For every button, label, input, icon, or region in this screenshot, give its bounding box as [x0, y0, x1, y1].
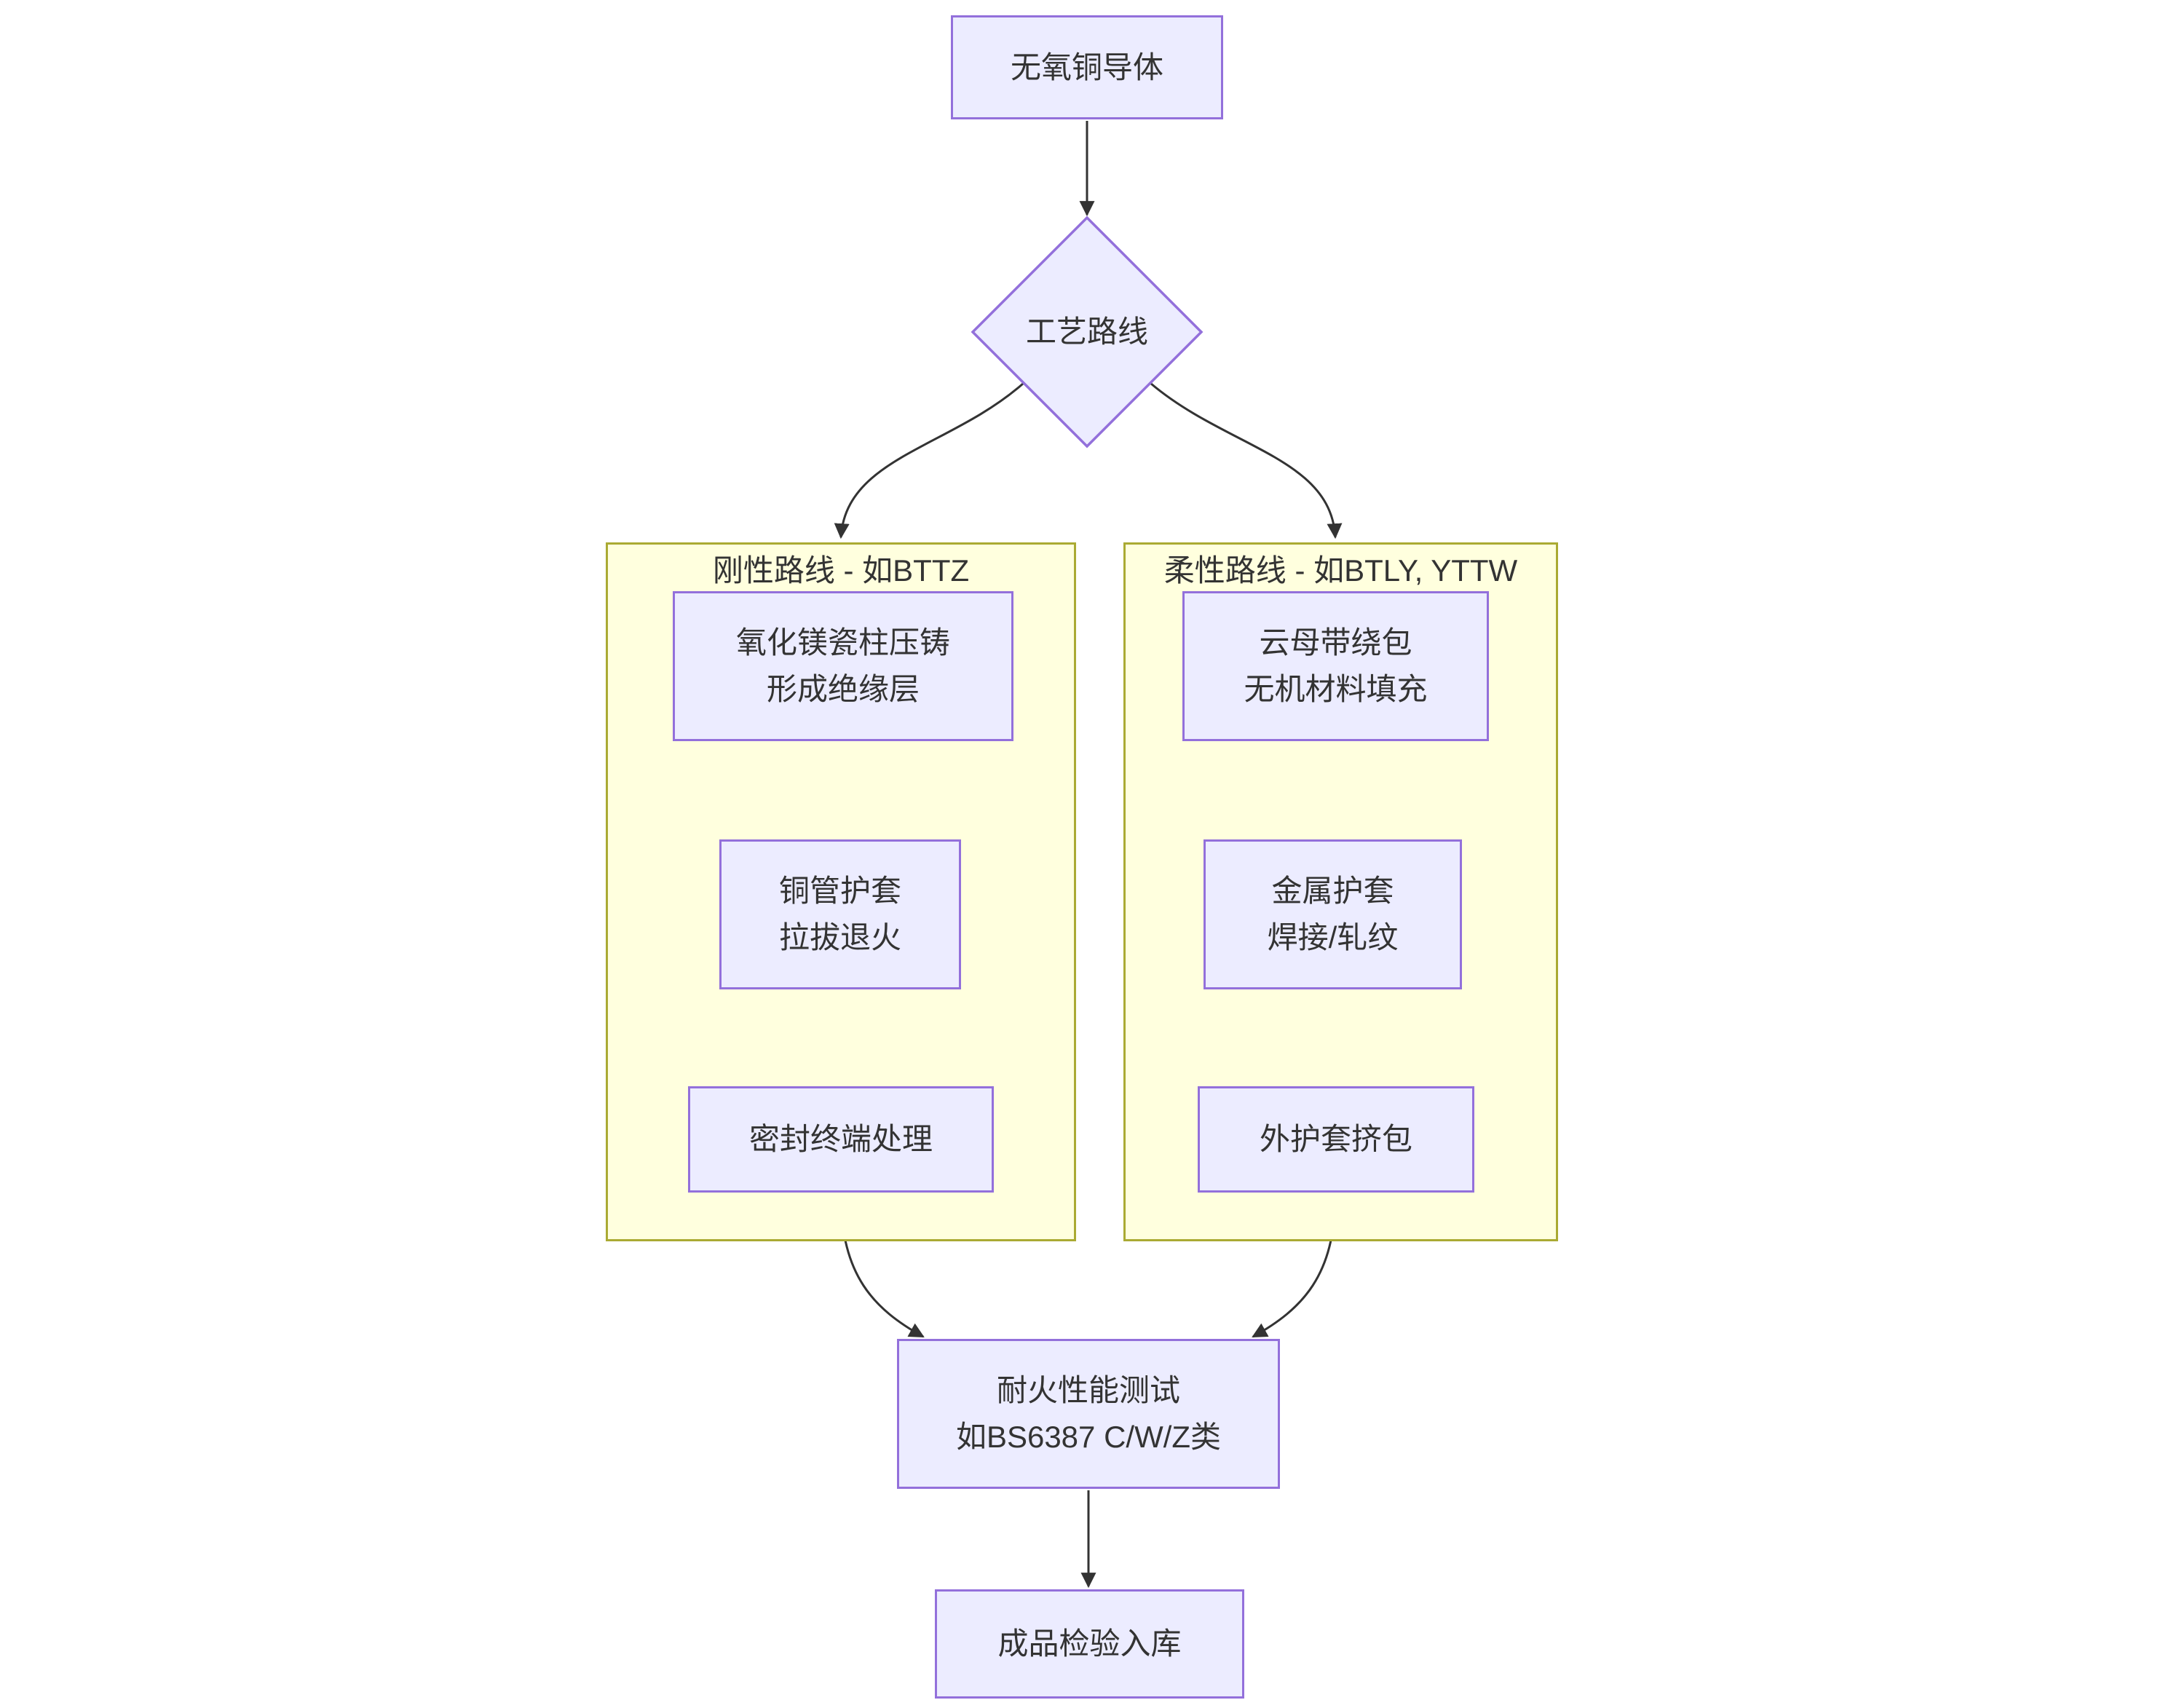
- node-mica-tape-wrap-line2: 无机材料填充: [1244, 672, 1428, 706]
- node-metal-sheath-weld-line1: 金属护套: [1271, 874, 1394, 908]
- node-fire-test: 耐火性能测试 如BS6387 C/W/Z类: [897, 1339, 1280, 1489]
- node-decision-label: 工艺路线: [1025, 315, 1148, 349]
- cluster-rigid-route-title: 刚性路线 - 如BTTZ: [712, 553, 970, 588]
- node-mgo-casting: 氧化镁瓷柱压铸 形成绝缘层: [673, 591, 1013, 741]
- node-conductor: 无氧铜导体: [951, 15, 1223, 119]
- node-sealed-termination-label: 密封终端处理: [748, 1122, 933, 1156]
- node-fire-test-line2: 如BS6387 C/W/Z类: [955, 1420, 1222, 1454]
- node-conductor-label: 无氧铜导体: [1010, 50, 1163, 84]
- node-mica-tape-wrap: 云母带绕包 无机材料填充: [1182, 591, 1489, 741]
- node-mgo-casting-line2: 形成绝缘层: [766, 672, 920, 706]
- node-final-inspection: 成品检验入库: [935, 1589, 1244, 1699]
- edge-decision-to-rigid-cluster: [834, 382, 1024, 539]
- cluster-flexible-route-title: 柔性路线 - 如BTLY, YTTW: [1163, 553, 1518, 588]
- node-mica-tape-wrap-line1: 云母带绕包: [1259, 625, 1412, 660]
- node-final-inspection-label: 成品检验入库: [997, 1626, 1182, 1661]
- decision-diamond-shape: [971, 216, 1204, 448]
- edge-decision-to-flexible-cluster: [1150, 382, 1343, 539]
- node-mgo-casting-line1: 氧化镁瓷柱压铸: [735, 625, 950, 660]
- node-outer-sheath-extrusion-label: 外护套挤包: [1259, 1122, 1412, 1156]
- node-copper-tube-sheath-line1: 铜管护套: [778, 874, 901, 908]
- node-outer-sheath-extrusion: 外护套挤包: [1198, 1086, 1474, 1193]
- node-metal-sheath-weld-line2: 焊接/轧纹: [1267, 920, 1399, 954]
- node-copper-tube-sheath-line2: 拉拔退火: [778, 920, 901, 954]
- node-sealed-termination: 密封终端处理: [688, 1086, 994, 1193]
- node-fire-test-line1: 耐火性能测试: [996, 1373, 1180, 1407]
- node-metal-sheath-weld: 金属护套 焊接/轧纹: [1204, 839, 1462, 989]
- node-copper-tube-sheath: 铜管护套 拉拔退火: [719, 839, 961, 989]
